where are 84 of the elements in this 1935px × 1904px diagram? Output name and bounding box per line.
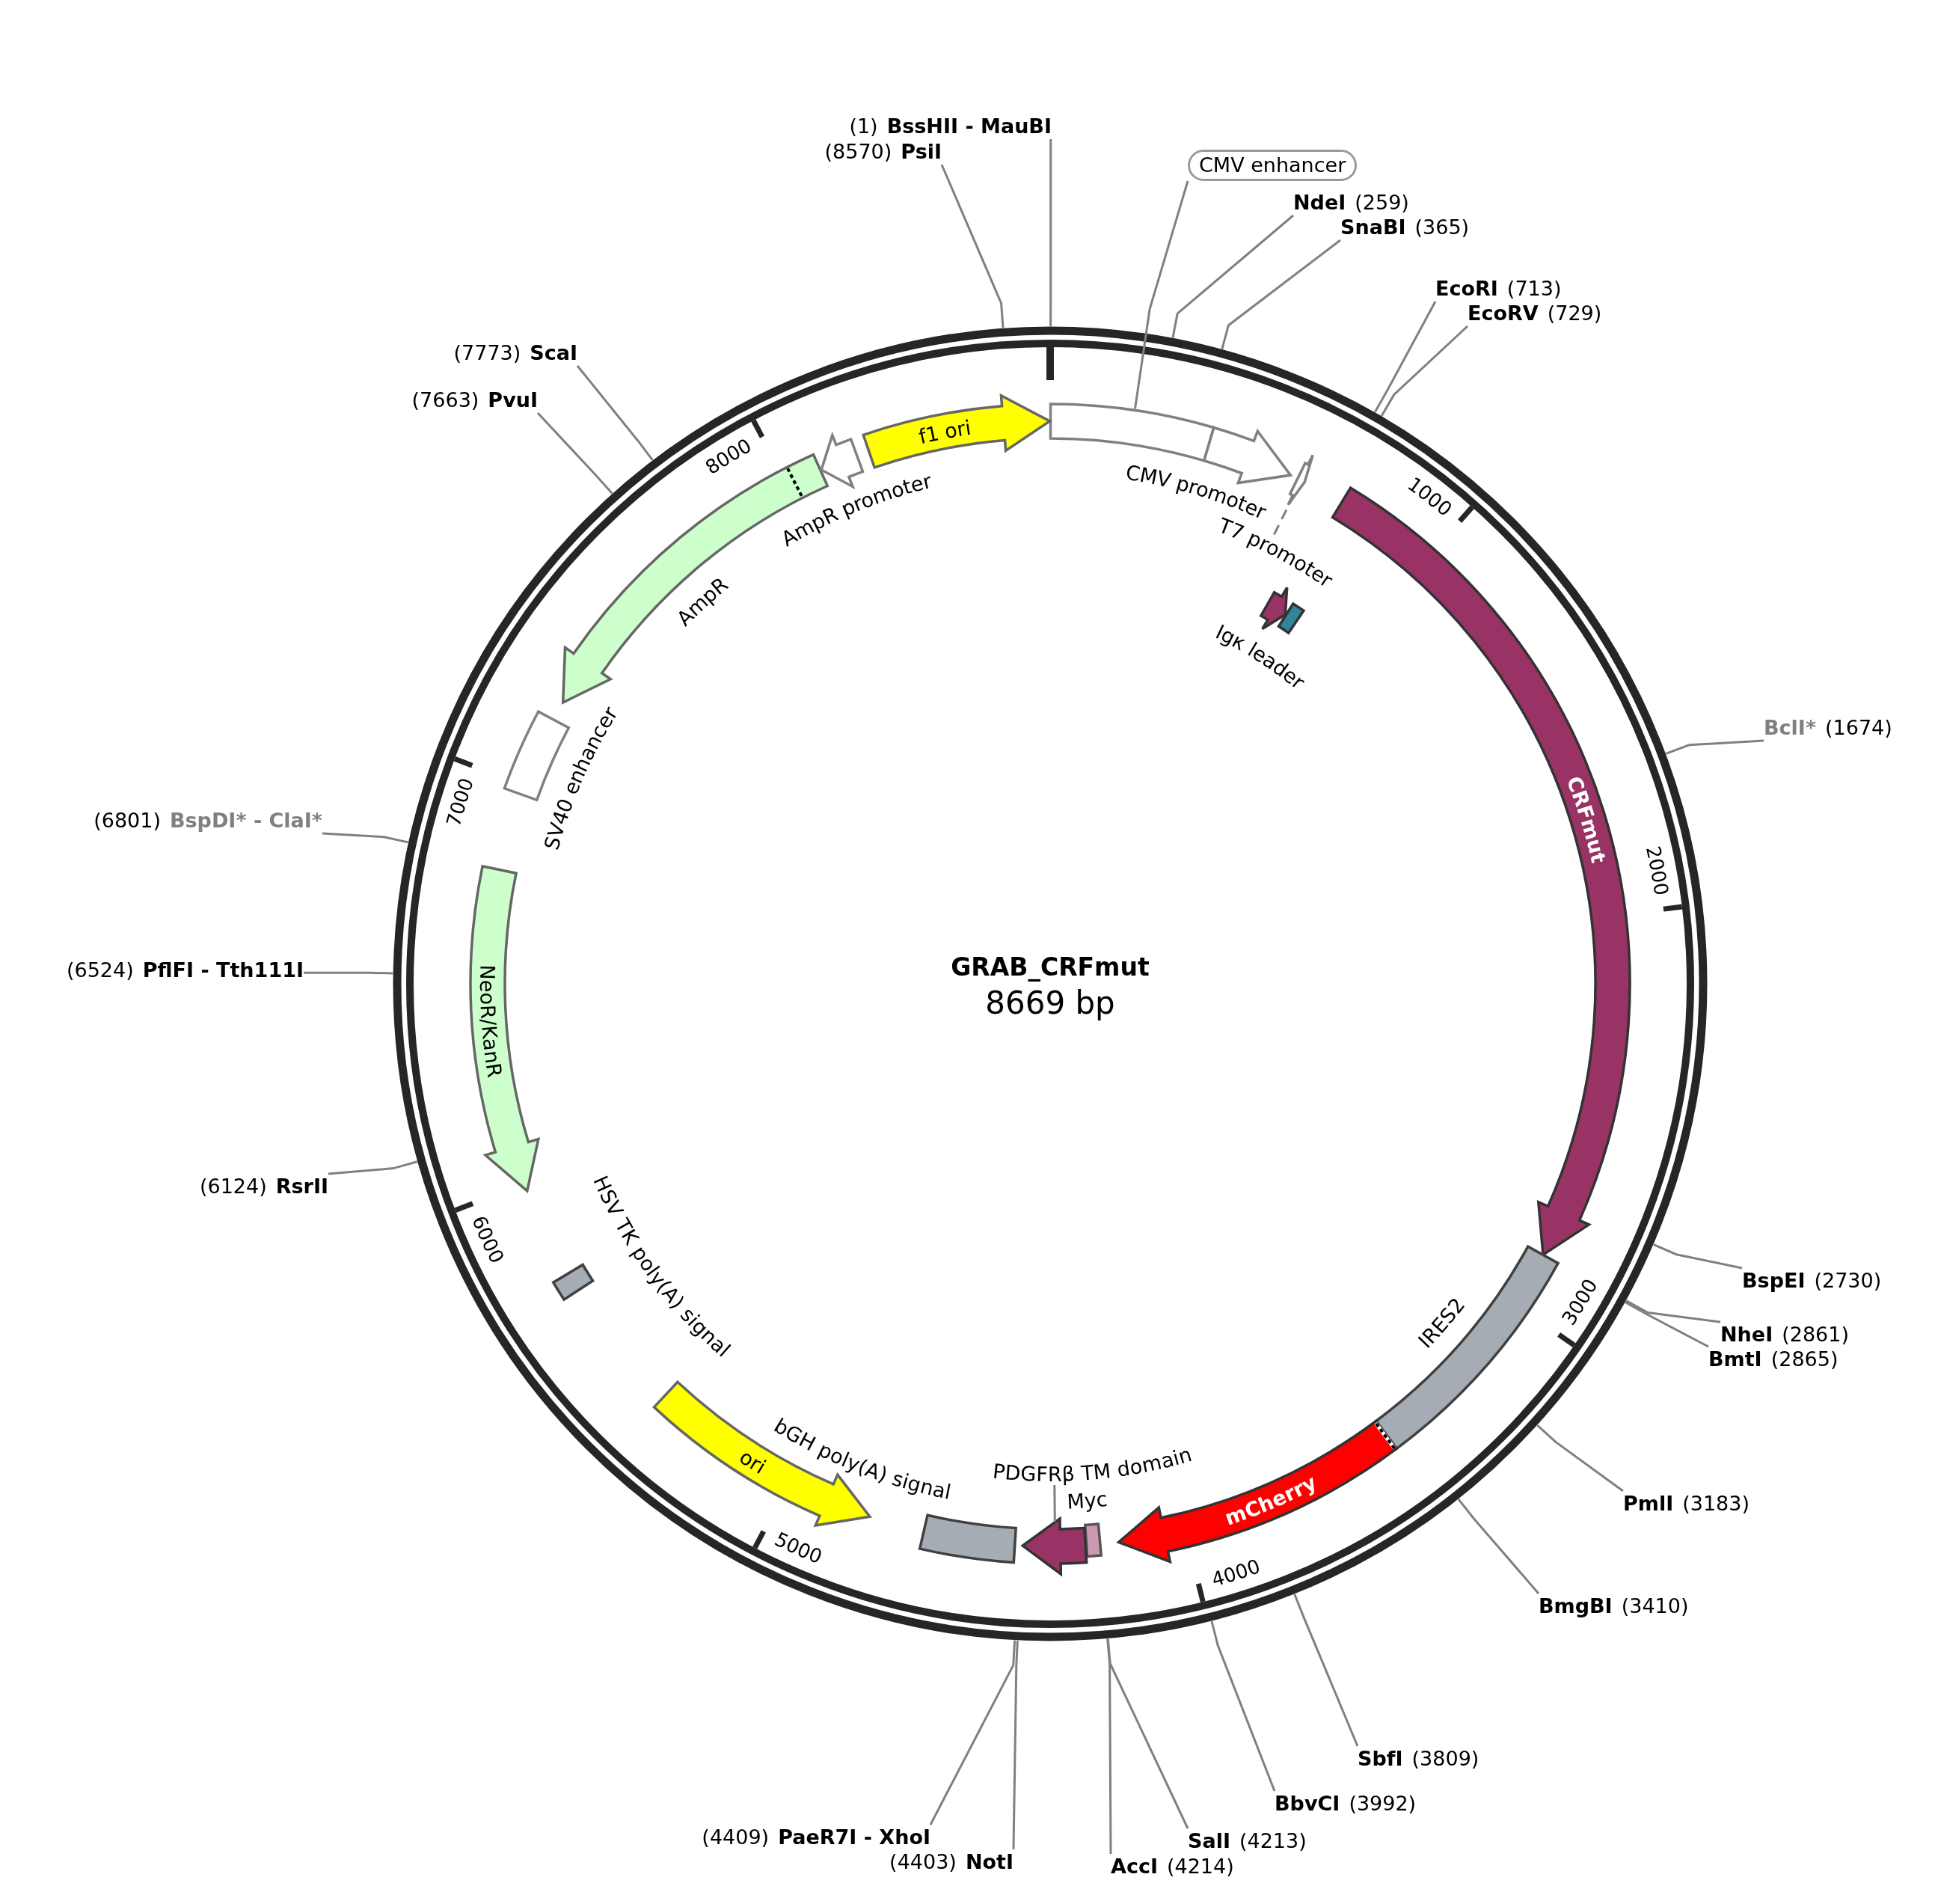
leader-line <box>1457 1498 1540 1594</box>
feature-segment <box>1277 602 1305 634</box>
site-position: (259) <box>1355 190 1409 215</box>
enzyme-name: SbfI <box>1358 1746 1403 1772</box>
leader-line <box>328 1160 418 1175</box>
leader-line <box>1653 1243 1743 1270</box>
leader-line <box>1171 214 1294 338</box>
enzyme-name: BclI* <box>1764 715 1816 741</box>
site-position: (713) <box>1506 276 1562 301</box>
leader-line <box>322 832 408 844</box>
leader-line <box>1134 180 1189 409</box>
enzyme-name: PsiI <box>901 139 942 165</box>
enzyme-name: NotI <box>965 1849 1014 1875</box>
feature-callout: CMV enhancer <box>1188 150 1358 181</box>
enzyme-name: PmlI <box>1623 1491 1674 1516</box>
site-position: (7773) <box>453 340 521 366</box>
enzyme-name: PflFI - Tth111I <box>142 958 304 983</box>
leader-line <box>1053 1485 1056 1522</box>
leader-line <box>1221 239 1341 349</box>
leader-line <box>304 971 393 975</box>
leader-line <box>929 1640 1016 1825</box>
leader-line <box>536 411 613 495</box>
site-position: (3992) <box>1349 1791 1417 1816</box>
leader-line <box>1625 1300 1721 1323</box>
leader-line <box>940 164 1005 328</box>
site-position: (6124) <box>199 1174 267 1199</box>
enzyme-name: BssHII - MauBI <box>886 114 1052 139</box>
leader-line <box>1106 1638 1189 1829</box>
site-position: (6524) <box>66 958 134 983</box>
site-position: (1) <box>849 114 878 139</box>
scale-label: 4000 <box>1209 1555 1263 1591</box>
enzyme-name: NheI <box>1720 1322 1773 1347</box>
feature-block <box>1021 1517 1088 1576</box>
site-position: (4214) <box>1166 1854 1234 1879</box>
leader-line <box>576 365 654 461</box>
feature-label: ori <box>735 1444 770 1478</box>
enzyme-name: BmtI <box>1708 1347 1762 1372</box>
site-position: (4409) <box>702 1825 770 1850</box>
enzyme-name: SnaBI <box>1340 215 1406 240</box>
leader-line <box>1012 1640 1019 1850</box>
site-position: (8570) <box>824 139 892 165</box>
enzyme-name: PaeR7I - XhoI <box>778 1825 930 1850</box>
enzyme-name: BbvCI <box>1275 1791 1340 1816</box>
enzyme-name: RsrII <box>275 1174 328 1199</box>
enzyme-name: PvuI <box>488 388 538 413</box>
leader-line <box>1625 1301 1709 1348</box>
enzyme-name: NdeI <box>1293 190 1346 215</box>
enzyme-name: BmgBI <box>1539 1594 1613 1619</box>
site-position: (3410) <box>1621 1594 1689 1619</box>
enzyme-name: BspDI* - ClaI* <box>169 808 322 833</box>
site-position: (2865) <box>1770 1347 1839 1372</box>
feature-segment <box>1049 402 1215 462</box>
leader-line <box>1293 1594 1359 1747</box>
plasmid-name: GRAB_CRFmut <box>951 952 1150 982</box>
leader-line <box>1380 325 1468 417</box>
site-position: (4403) <box>889 1849 957 1875</box>
site-position: (2861) <box>1782 1322 1849 1347</box>
feature-block <box>1287 453 1314 506</box>
enzyme-name: SalI <box>1188 1828 1230 1854</box>
site-position: (1674) <box>1825 715 1892 741</box>
site-position: (3183) <box>1682 1491 1750 1516</box>
leader-line <box>1536 1424 1624 1493</box>
leader-line <box>1210 1620 1276 1792</box>
site-position: (2730) <box>1814 1268 1882 1294</box>
enzyme-name: EcoRI <box>1435 276 1498 301</box>
leader-line <box>1106 1638 1112 1854</box>
enzyme-name: EcoRV <box>1468 301 1539 326</box>
feature-label: Myc <box>1066 1487 1108 1513</box>
leader-line <box>1049 139 1052 326</box>
site-position: (3809) <box>1411 1746 1479 1772</box>
leader-line <box>1665 739 1764 755</box>
enzyme-name: AccI <box>1111 1854 1158 1879</box>
scale-label: 5000 <box>771 1527 826 1569</box>
enzyme-name: BspEI <box>1742 1268 1806 1294</box>
plasmid-size: 8669 bp <box>985 984 1115 1021</box>
feature-label: PDGFRβ TM domain <box>991 1442 1195 1486</box>
feature-label: f1 ori <box>916 415 972 448</box>
site-position: (729) <box>1547 301 1602 326</box>
site-position: (365) <box>1414 215 1470 240</box>
site-position: (4213) <box>1239 1828 1307 1854</box>
leader-line <box>1374 301 1437 413</box>
site-position: (7663) <box>411 388 479 413</box>
site-position: (6801) <box>93 808 161 833</box>
enzyme-name: ScaI <box>530 340 577 366</box>
